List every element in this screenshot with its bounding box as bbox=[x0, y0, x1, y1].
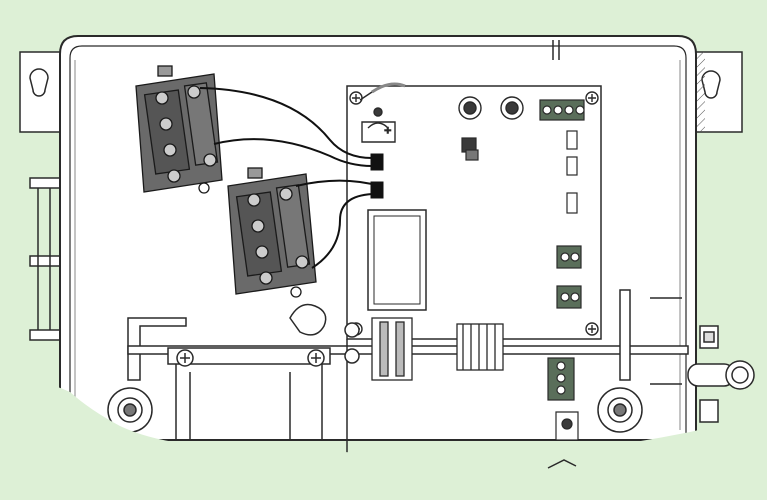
ground-lug bbox=[359, 91, 373, 101]
terminal-block-mid bbox=[556, 245, 582, 269]
mounting-ear-right bbox=[694, 51, 743, 133]
cutaway-fragment bbox=[547, 459, 577, 469]
ground-wire bbox=[371, 82, 406, 94]
header-connectors bbox=[566, 130, 578, 214]
terminal-block-top bbox=[539, 99, 585, 121]
terminal-block-bottom bbox=[547, 357, 579, 441]
terminal-block-low bbox=[556, 285, 582, 309]
svg-text:+: + bbox=[384, 126, 392, 136]
board-screws bbox=[349, 91, 599, 336]
adjustment-knobs bbox=[458, 96, 524, 120]
wire-connectors bbox=[370, 153, 384, 199]
side-latch-right bbox=[687, 325, 755, 423]
fuse-left bbox=[371, 317, 413, 381]
keyhole-slot-left bbox=[29, 68, 49, 97]
relay-module-2 bbox=[227, 167, 317, 298]
cable-gland bbox=[289, 303, 360, 364]
control-board: + bbox=[346, 85, 602, 340]
side-clips-left bbox=[29, 177, 61, 341]
relay-wiring bbox=[199, 87, 373, 269]
relay-module-1 bbox=[135, 65, 223, 194]
mounting-boss-left bbox=[107, 387, 153, 433]
board-relay-cube bbox=[461, 137, 479, 161]
cutaway-edge bbox=[0, 378, 767, 496]
keyhole-slot-right bbox=[701, 70, 721, 99]
lower-compartment bbox=[167, 339, 348, 470]
transformer-block bbox=[367, 209, 427, 311]
fuse-right bbox=[456, 323, 504, 371]
coin-battery-holder: + bbox=[361, 107, 396, 143]
mounting-boss-right bbox=[597, 387, 643, 433]
